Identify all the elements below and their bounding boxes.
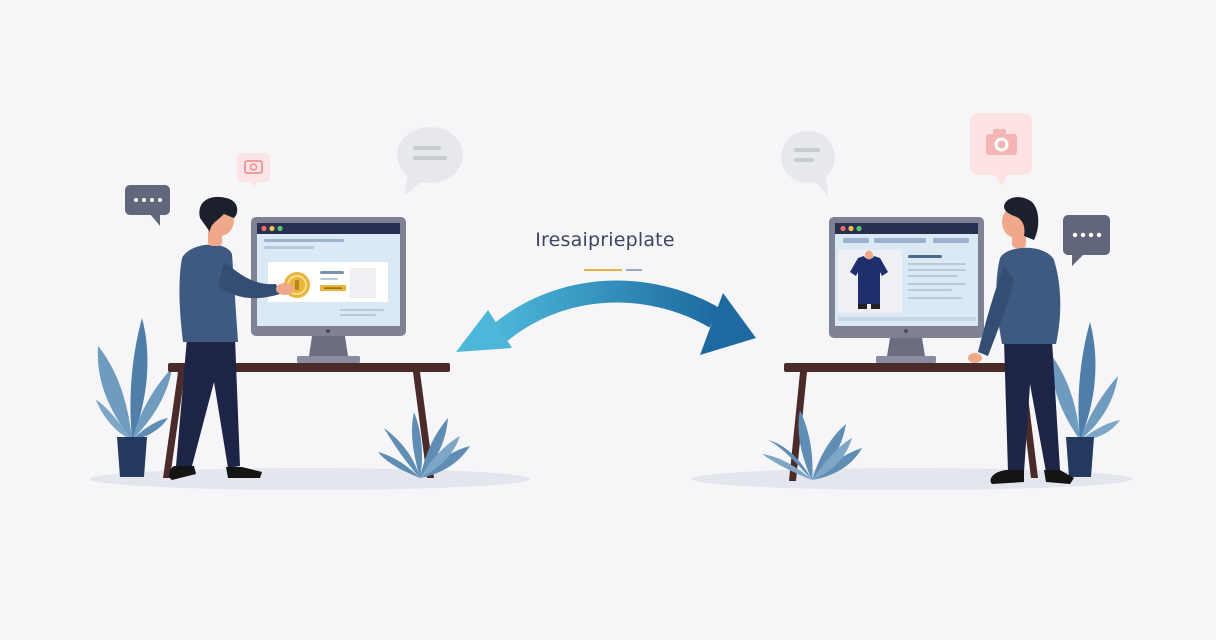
double-arrow-icon [456,280,756,355]
right-bush [762,410,862,480]
center-headline: Iresaiprieplate [535,229,675,251]
right-monitor [829,217,984,363]
left-bush [378,412,470,478]
left-person [169,196,294,480]
right-person [968,197,1074,484]
left-monitor [251,217,406,363]
right-potted-plant [1051,322,1120,477]
chat-bubble-icon [125,185,170,226]
camera-icon [970,113,1032,186]
message-bubble-icon [397,127,463,196]
camera-icon [237,153,270,189]
left-ground-shadow [90,468,530,490]
left-potted-plant [96,318,172,477]
headline-underline [584,269,642,271]
t-shirt-product-image [850,250,888,309]
chat-bubble-icon [1063,215,1110,266]
message-bubble-icon [781,131,835,196]
